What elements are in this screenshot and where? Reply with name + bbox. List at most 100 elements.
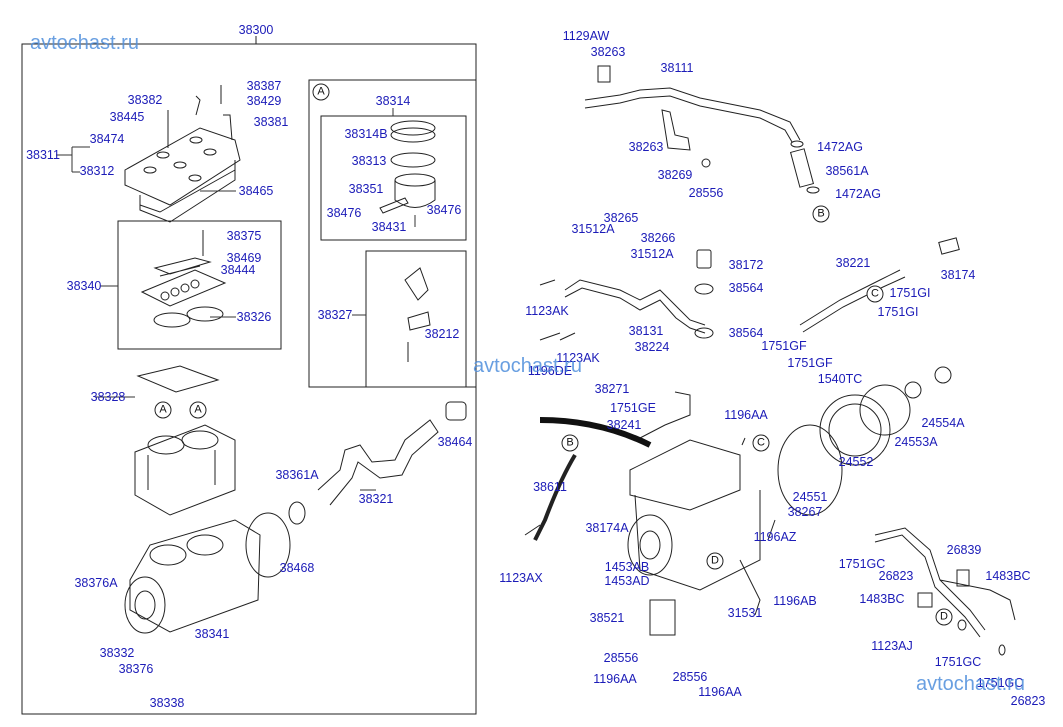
oil-pipe-drawing: [874, 527, 1016, 656]
part-number-label: 31531: [727, 605, 763, 620]
part-number-label: 1123AJ: [871, 638, 913, 653]
part-number-label: 38221: [835, 255, 871, 270]
coolant-pipe-drawing: [539, 237, 960, 439]
part-number-label: 1129AW: [562, 28, 610, 43]
part-number-label: 38265: [603, 210, 639, 225]
part-number-label: 38564: [728, 280, 764, 295]
part-number-label: 38174: [940, 267, 976, 282]
part-number-label: 38431: [371, 219, 407, 234]
part-number-label: 38328: [90, 389, 126, 404]
part-number-label: 1751GC: [934, 654, 982, 669]
part-number-label: 38332: [99, 645, 135, 660]
part-number-label: 1196AA: [724, 407, 768, 422]
part-number-label: 38340: [66, 278, 102, 293]
part-number-label: 28556: [603, 650, 639, 665]
part-number-label: 38174A: [585, 520, 629, 535]
part-number-label: 1751GC: [838, 556, 886, 571]
part-number-label: 38263: [628, 139, 664, 154]
cylinder-block-drawing: [134, 365, 236, 516]
part-number-label: 1196AA: [593, 671, 637, 686]
part-number-label: 38224: [634, 339, 670, 354]
part-number-label: 1751GC: [976, 675, 1024, 690]
part-number-label: 1453AD: [604, 573, 650, 588]
gasket-drawing: [140, 230, 227, 328]
part-number-label: 1751GE: [610, 400, 656, 415]
part-number-label: 38474: [89, 131, 125, 146]
leader-lines: [56, 108, 416, 491]
part-number-label: 1453AB: [604, 559, 650, 574]
part-number-label: 38381: [253, 114, 289, 129]
part-number-label: 38468: [279, 560, 315, 575]
part-number-label: 38382: [127, 92, 163, 107]
part-number-label: 24551: [792, 489, 828, 504]
part-number-label: 38312: [79, 163, 115, 178]
reference-circle: C: [866, 285, 884, 303]
part-number-label: 38611: [533, 479, 567, 494]
crankshaft-drawing: [317, 401, 467, 506]
part-number-label: 1483BC: [859, 591, 905, 606]
part-number-label: 38321: [358, 491, 394, 506]
part-number-label: 38266: [640, 230, 676, 245]
part-number-label: 38212: [424, 326, 460, 341]
part-number-label: 28556: [688, 185, 724, 200]
compressor-assembly-drawing: [524, 366, 952, 636]
piston-drawing: [379, 120, 436, 362]
part-number-label: 38172: [728, 257, 764, 272]
reference-circle: A: [154, 401, 172, 419]
reference-circle: B: [561, 434, 579, 452]
part-number-label: 38476: [326, 205, 362, 220]
part-number-label: 26839: [946, 542, 982, 557]
part-number-label: 38376: [118, 661, 154, 676]
part-number-label: 38311: [26, 147, 60, 162]
assembly-label: 38300: [238, 22, 274, 37]
part-number-label: 38341: [194, 626, 230, 641]
reference-circle: A: [189, 401, 207, 419]
part-number-label: 38267: [787, 504, 823, 519]
part-number-label: 38376A: [74, 575, 118, 590]
reference-circle: D: [935, 608, 953, 626]
part-number-label: 24554A: [921, 415, 965, 430]
part-number-label: 38241: [606, 417, 642, 432]
part-number-label: 1123AX: [499, 570, 543, 585]
part-number-label: 38326: [236, 309, 272, 324]
part-number-label: 31512A: [571, 221, 615, 236]
discharge-pipe-drawing: [584, 65, 820, 194]
part-number-label: 38269: [657, 167, 693, 182]
part-number-label: 1196AZ: [753, 529, 797, 544]
part-number-label: 38111: [660, 60, 694, 75]
part-number-label: 38327: [317, 307, 353, 322]
part-number-label: 38338: [149, 695, 185, 710]
part-number-label: 38445: [109, 109, 145, 124]
part-number-label: 38361A: [275, 467, 319, 482]
part-number-label: 1751GF: [787, 355, 833, 370]
reference-circle: C: [752, 434, 770, 452]
part-number-label: 38465: [238, 183, 274, 198]
part-number-label: 38271: [594, 381, 630, 396]
watermark: avtochast.ru: [916, 673, 1025, 695]
part-number-label: 1196AB: [773, 593, 817, 608]
part-number-label: 38263: [590, 44, 626, 59]
part-number-label: 1540TC: [817, 371, 863, 386]
part-number-label: 38313: [351, 153, 387, 168]
watermark: avtochast.ru: [30, 32, 139, 54]
part-number-label: 38561A: [825, 163, 869, 178]
part-number-label: 38564: [728, 325, 764, 340]
part-number-label: 38131: [628, 323, 664, 338]
watermark: avtochast.ru: [473, 355, 582, 377]
part-number-label: 1123AK: [525, 303, 569, 318]
reference-circle: B: [812, 205, 830, 223]
part-number-label: 1483BC: [985, 568, 1031, 583]
part-number-label: 31512A: [630, 246, 674, 261]
part-number-label: 38464: [437, 434, 473, 449]
cylinder-head-drawing: [124, 85, 241, 223]
part-number-label: 24552: [838, 454, 874, 469]
part-number-label: 1751GF: [761, 338, 807, 353]
crankcase-drawing: [124, 501, 306, 634]
part-number-label: 1196AA: [698, 684, 742, 699]
reference-circle: D: [706, 552, 724, 570]
part-number-label: 38351: [348, 181, 384, 196]
part-number-label: 28556: [672, 669, 708, 684]
part-number-label: 1472AG: [835, 186, 881, 201]
